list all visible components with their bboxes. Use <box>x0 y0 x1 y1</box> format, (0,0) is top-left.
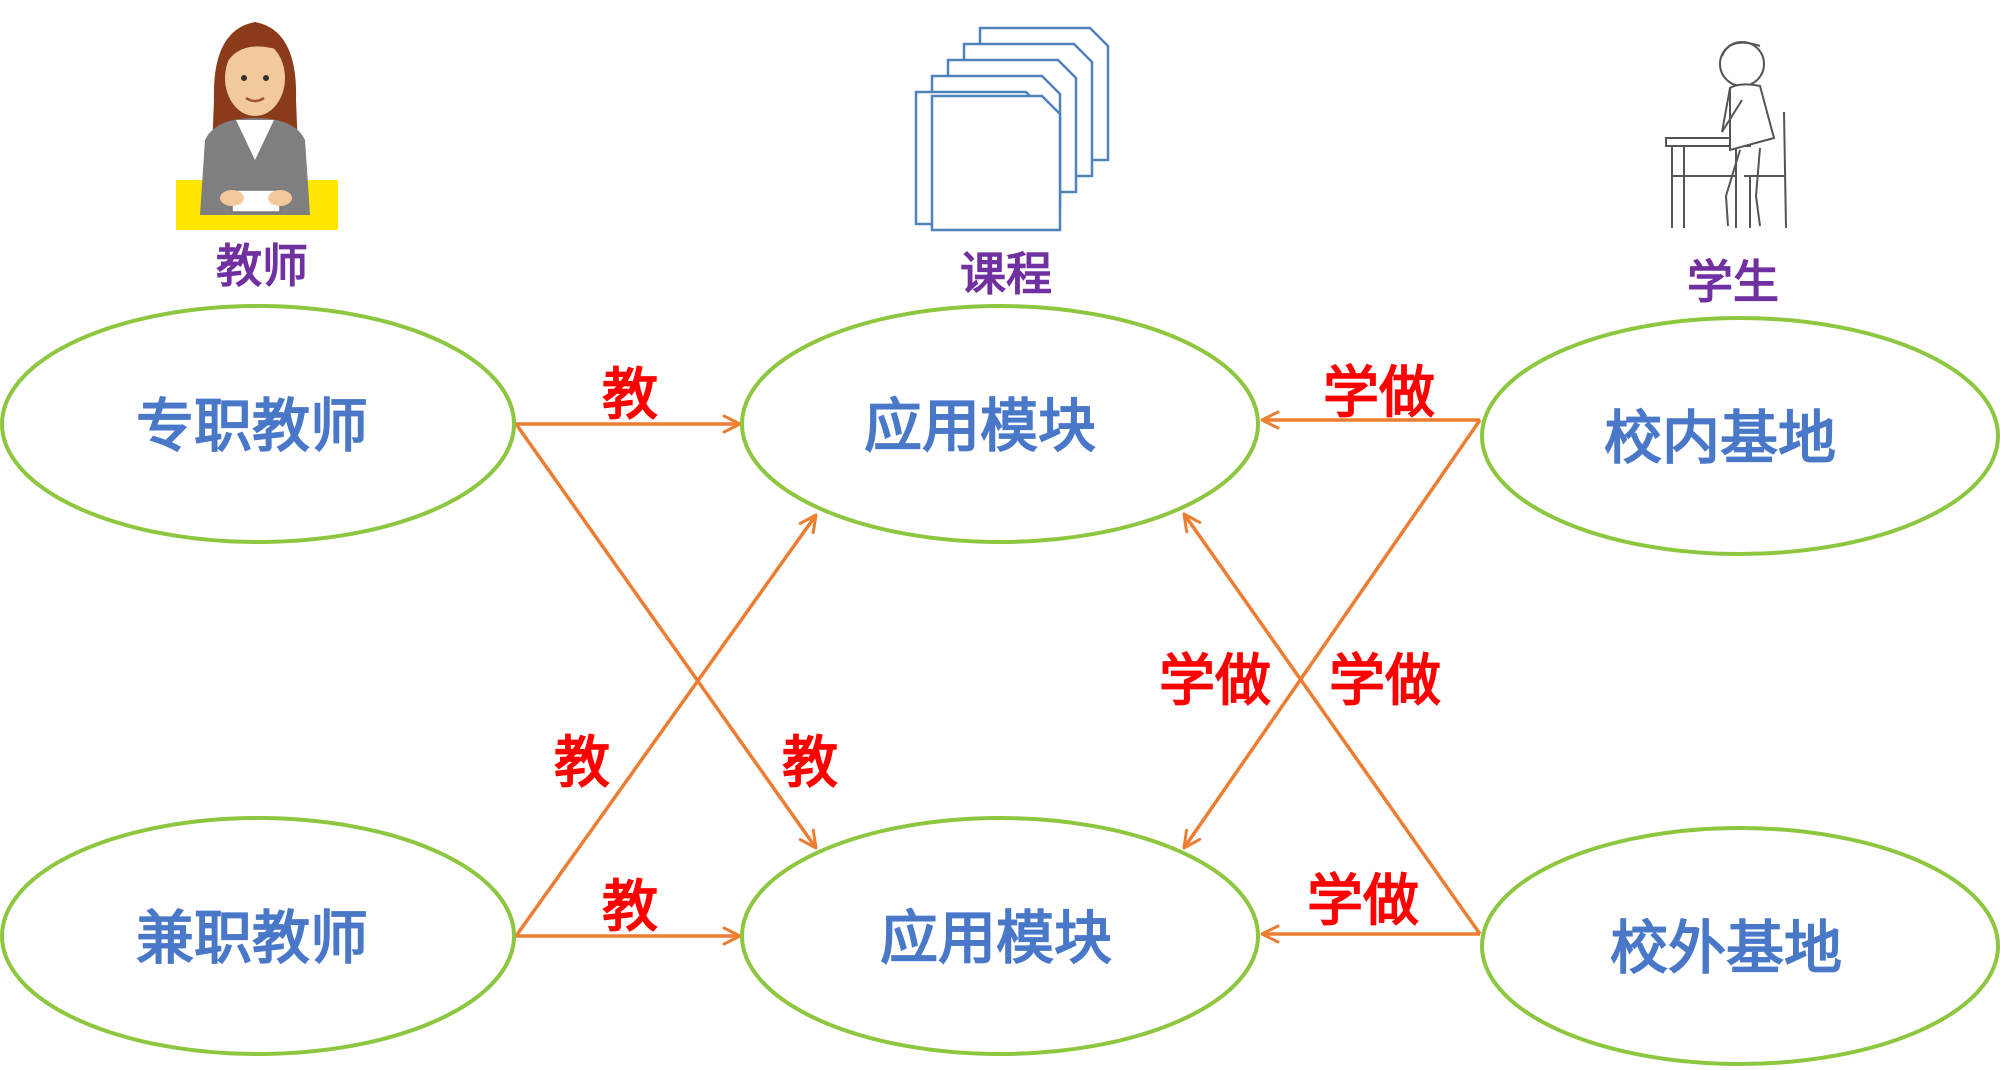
parttime-teacher-node <box>0 816 516 1056</box>
fulltime-teacher-node <box>0 304 516 544</box>
arrow-offcampus-to-top-module <box>1182 512 1482 936</box>
parttime-teacher-label: 兼职教师 <box>136 904 368 972</box>
course-role-label: 课程 <box>960 247 1052 301</box>
campus-base-label: 校内基地 <box>1604 404 1836 472</box>
edge-label-fulltime-top: 教 <box>602 363 658 428</box>
offcampus-base-node <box>1480 826 2000 1066</box>
fulltime-teacher-label: 专职教师 <box>136 392 368 460</box>
arrow-group <box>514 410 1482 946</box>
campus-base-node <box>1480 316 2000 556</box>
arrow-parttime-to-top-module <box>514 513 818 938</box>
edge-label-parttime-bottom: 教 <box>602 875 658 940</box>
offcampus-base-label: 校外基地 <box>1610 914 1842 982</box>
edge-label-offcampus-bottom: 学做 <box>1307 869 1419 934</box>
edge-label-campus-top: 学做 <box>1323 361 1435 426</box>
bottom-module-node <box>740 816 1260 1056</box>
edge-label-offcampus-top: 学做 <box>1159 649 1271 714</box>
document-stack-icon <box>914 26 1110 232</box>
top-module-label: 应用模块 <box>864 392 1096 460</box>
teacher-figure-icon <box>176 22 338 230</box>
bottom-module-label: 应用模块 <box>880 904 1112 972</box>
student-role-label: 学生 <box>1687 255 1779 309</box>
edge-label-campus-bottom: 学做 <box>1329 649 1441 714</box>
arrow-fulltime-to-bottom-module <box>514 422 818 850</box>
student-at-desk-icon <box>1665 41 1787 229</box>
top-module-node <box>740 304 1260 544</box>
edge-label-fulltime-bottom: 教 <box>782 731 838 796</box>
arrow-campus-to-bottom-module <box>1182 419 1482 850</box>
teacher-role-label: 教师 <box>216 239 308 293</box>
edge-label-parttime-top: 教 <box>554 731 610 796</box>
